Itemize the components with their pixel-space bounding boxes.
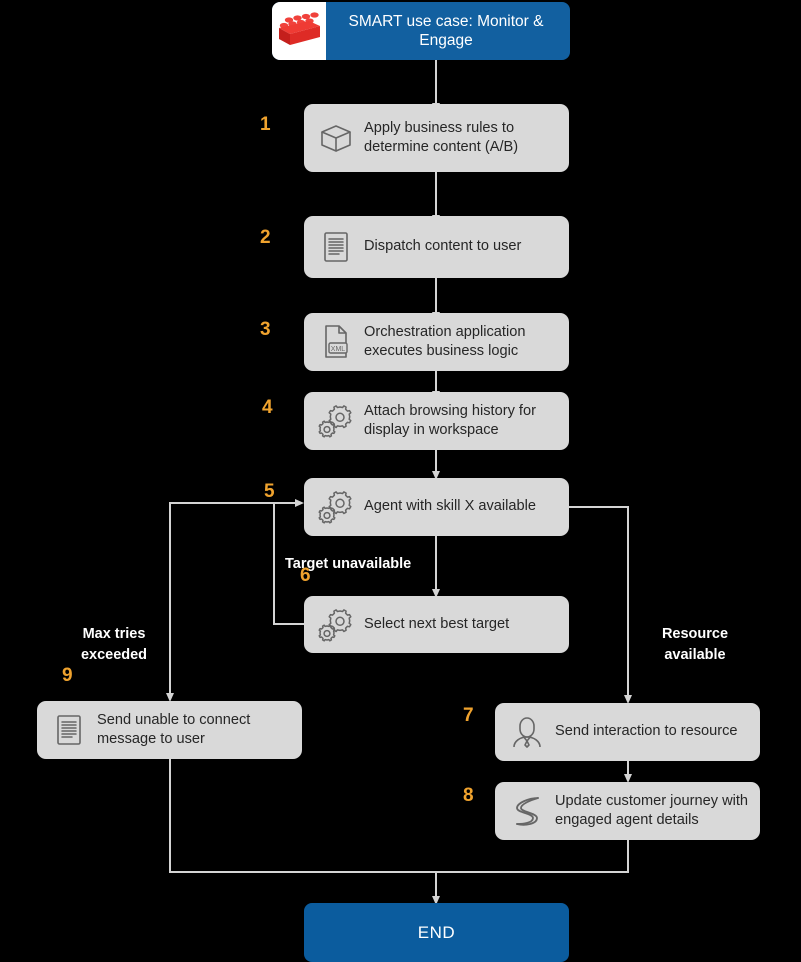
step-box-3[interactable]: XML Orchestration application executes b…: [304, 313, 569, 371]
step-number-1: 1: [260, 114, 271, 135]
step-label-7: Send interaction to resource: [555, 723, 738, 740]
step-label-5: Agent with skill X available: [364, 498, 536, 515]
step-label-6: Select next best target: [364, 615, 510, 632]
step-box-8[interactable]: Update customer journey with engaged age…: [495, 782, 760, 840]
step-box-6[interactable]: Select next best target: [304, 596, 569, 653]
step-number-3: 3: [260, 319, 271, 340]
edge-max-tries-to-9: [166, 502, 274, 702]
step-number-9: 9: [62, 665, 73, 686]
lego-brick-icon: [272, 2, 326, 60]
step-label-4: Attach browsing history for display in w…: [364, 402, 536, 438]
step-box-9[interactable]: Send unable to connect message to user: [37, 701, 302, 759]
person-agent-icon: [507, 712, 547, 752]
edge-label-target-unavailable: Target unavailable: [285, 556, 412, 572]
gears-icon: [316, 605, 356, 645]
end-node-label: END: [417, 922, 456, 942]
start-node-label: SMART use case: Monitor & Engage: [348, 12, 544, 49]
step-label-3: Orchestration application executes busin…: [364, 323, 526, 359]
step-box-1[interactable]: Apply business rules to determine conten…: [304, 104, 569, 172]
step-label-9: Send unable to connect message to user: [97, 711, 251, 747]
xml-file-icon: XML: [316, 322, 356, 362]
step-box-4[interactable]: Attach browsing history for display in w…: [304, 392, 569, 450]
document-lines-icon: [316, 227, 356, 267]
step-number-6: 6: [300, 565, 311, 586]
edge-label-max-tries-exceeded: Max tries exceeded: [80, 626, 148, 664]
winding-path-icon: [507, 791, 547, 831]
step-number-2: 2: [260, 227, 271, 248]
step-label-8: Update customer journey with engaged age…: [555, 792, 749, 828]
edge-5-to-7: [568, 506, 632, 704]
step-box-7[interactable]: Send interaction to resource: [495, 703, 760, 761]
step-number-7: 7: [463, 705, 474, 726]
gears-icon: [316, 401, 356, 441]
svg-text:XML: XML: [331, 346, 346, 353]
edge-8-to-end: [436, 840, 629, 873]
box-3d-icon: [316, 118, 356, 158]
start-node: SMART use case: Monitor & Engage: [272, 2, 570, 60]
step-number-5: 5: [264, 481, 275, 502]
edge-label-resource-available: Resource available: [661, 626, 729, 664]
step-box-2[interactable]: Dispatch content to user: [304, 216, 569, 278]
end-node: END: [304, 903, 569, 962]
step-label-1: Apply business rules to determine conten…: [364, 119, 519, 155]
step-box-5[interactable]: Agent with skill X available: [304, 478, 569, 536]
step-number-4: 4: [262, 397, 273, 418]
gears-icon: [316, 487, 356, 527]
document-lines-icon: [49, 710, 89, 750]
step-label-2: Dispatch content to user: [364, 238, 522, 255]
step-number-8: 8: [463, 785, 474, 806]
edge-9-to-end: [169, 759, 436, 873]
